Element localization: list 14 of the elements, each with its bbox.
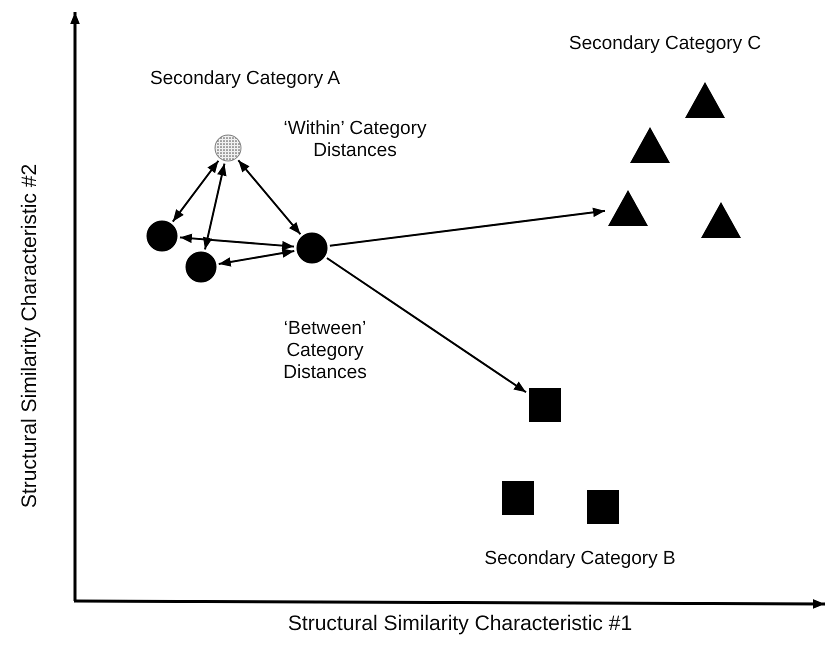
axis-title: Structural Similarity Characteristic #2 [19, 162, 41, 510]
arrow [202, 163, 226, 250]
axis-title: Structural Similarity Characteristic #1 [286, 613, 634, 635]
category-label: Secondary Category B [483, 548, 677, 570]
annotation-text: ‘Between’ Category Distances [282, 318, 368, 384]
arrow [330, 208, 606, 247]
arrow [172, 160, 220, 222]
category-label: Secondary Category A [148, 68, 342, 90]
arrow [218, 248, 294, 267]
category-label: Secondary Category C [568, 33, 762, 55]
arrow [326, 257, 527, 394]
arrow [180, 234, 294, 250]
annotation-text: ‘Within’ Category Distances [282, 118, 428, 162]
arrow [238, 160, 302, 235]
